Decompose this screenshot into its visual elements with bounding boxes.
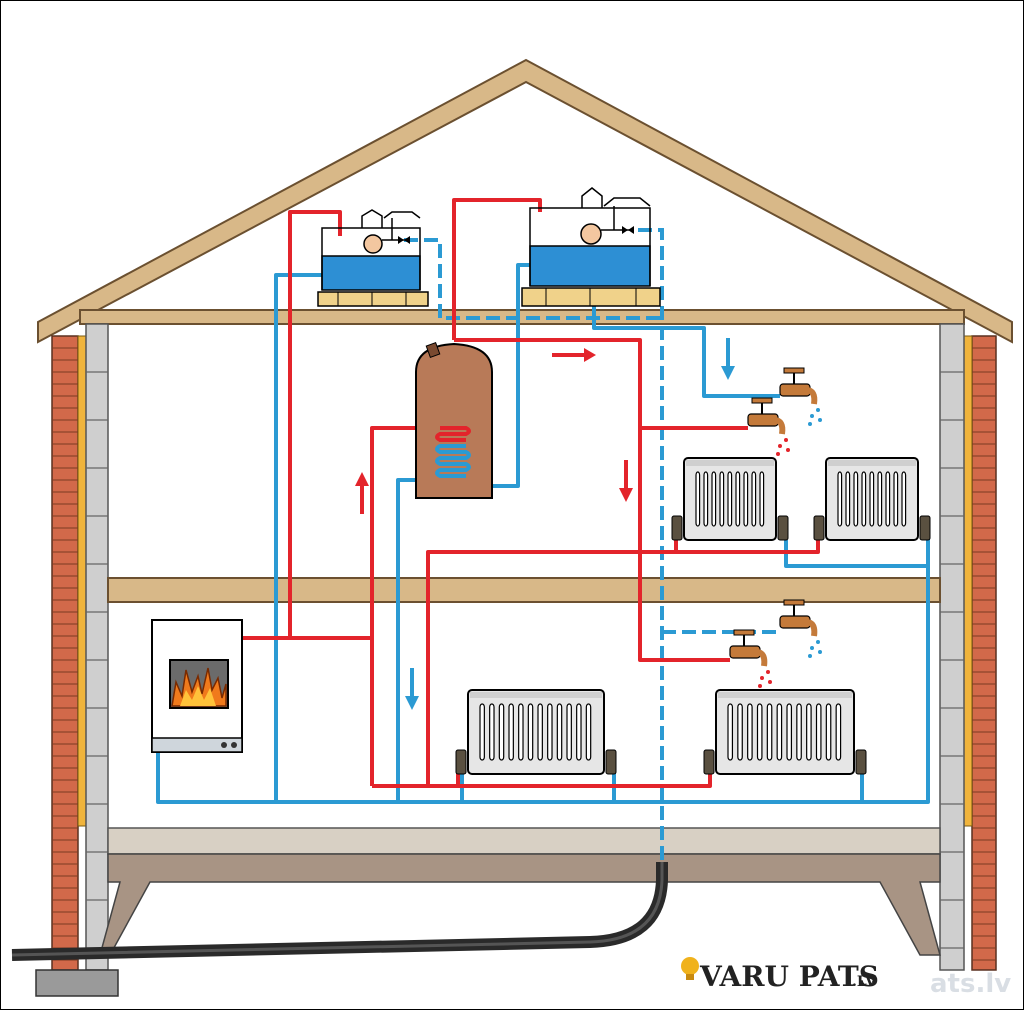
radiator <box>813 457 931 541</box>
water-tap-icon <box>779 367 822 426</box>
float-valve-icon <box>580 197 651 245</box>
middle-floor <box>107 577 941 603</box>
hot-pipes <box>242 198 820 788</box>
heating-coil <box>435 426 471 478</box>
right-block-wall <box>939 323 965 971</box>
right-insulation <box>963 335 973 827</box>
radiator-valve-icon <box>703 749 715 775</box>
arrow-right-icon <box>552 348 596 362</box>
radiator <box>455 689 617 775</box>
ground-floor-slab <box>107 827 941 855</box>
foundation <box>99 853 941 956</box>
watermark-text: ats.lv <box>930 969 1011 999</box>
radiator-valve-icon <box>455 749 467 775</box>
right-brick-wall <box>971 335 997 971</box>
left-block-wall <box>85 323 109 971</box>
radiator-valve-icon <box>855 749 867 775</box>
water-tap-icon <box>747 397 790 456</box>
radiator-valve-icon <box>777 515 789 541</box>
brand-name: VARU PATS <box>699 960 879 993</box>
brick-courses <box>52 347 996 961</box>
water-tap-icon <box>779 599 822 658</box>
attic-floor-beam <box>79 309 965 325</box>
expansion-tank-left <box>317 209 429 307</box>
brand-suffix: .LV <box>852 974 877 990</box>
tank-pallet <box>521 287 661 307</box>
foundation-footing <box>35 969 119 997</box>
left-brick-wall <box>51 335 79 971</box>
radiator-valve-icon <box>605 749 617 775</box>
water-taps <box>729 367 822 688</box>
cold-dashed-pipes <box>404 228 778 862</box>
radiator <box>703 689 867 775</box>
arrow-up-icon <box>355 472 369 514</box>
wood-stove <box>151 619 243 753</box>
cold-pipes <box>156 263 930 804</box>
flame-icon <box>171 667 227 707</box>
arrow-down-icon <box>619 460 633 502</box>
brand-logo: VARU PATS .LV ats.lv <box>681 957 1011 999</box>
tank-pallet <box>317 291 429 307</box>
hot-water-cylinder <box>415 342 493 499</box>
arrow-down-icon <box>721 338 735 380</box>
left-insulation <box>77 335 87 827</box>
radiator-valve-icon <box>919 515 931 541</box>
radiator-valve-icon <box>813 515 825 541</box>
radiators <box>455 457 931 775</box>
float-valve-icon <box>363 211 421 254</box>
radiator-valve-icon <box>671 515 683 541</box>
lightbulb-icon <box>681 957 699 980</box>
flow-arrows <box>355 338 735 710</box>
expansion-tank-right <box>521 187 661 307</box>
radiator <box>671 457 789 541</box>
water-tap-icon <box>729 629 772 688</box>
roof <box>37 58 1013 344</box>
arrow-down-icon <box>405 668 419 710</box>
